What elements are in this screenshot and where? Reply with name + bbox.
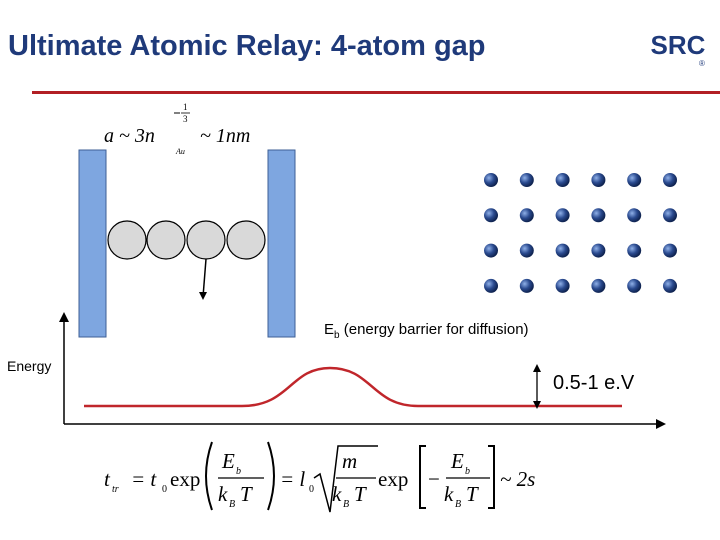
formula-t-sub: tr	[112, 484, 119, 495]
barrier-height-arrow-bottom	[533, 401, 541, 409]
formula-eb1: E	[221, 449, 235, 473]
lattice-atom	[555, 243, 570, 258]
gap-atom	[186, 220, 226, 260]
lattice-atom	[663, 173, 677, 187]
formula-bracket-left	[419, 445, 426, 509]
formula-t0-sub: 0	[162, 484, 167, 495]
barrier-label-sub: b	[334, 330, 340, 341]
lattice-atom	[519, 278, 534, 293]
formula-eb1-sub: b	[236, 466, 241, 477]
barrier-label-main: E	[324, 321, 335, 338]
formula-bracket-right	[488, 445, 495, 509]
barrier-label-rest: (energy barrier for diffusion)	[339, 321, 529, 338]
logo-text: SRC	[651, 30, 706, 60]
transit-time-formula: t tr = t 0 exp E b k B T = l 0 m k B T e…	[104, 441, 535, 513]
gap-formula: a ~ 3n 1 3 Au ~ 1nm	[104, 102, 250, 156]
lattice-atom	[519, 208, 534, 223]
src-logo: SRC ®	[648, 16, 708, 72]
lattice-atom	[663, 278, 677, 293]
lattice-atom	[555, 208, 570, 223]
lattice-atom	[555, 278, 570, 293]
energy-barrier-curve	[84, 366, 622, 408]
lattice-atom	[663, 208, 677, 223]
exponent-numerator: 1	[183, 102, 188, 112]
lattice-atom	[663, 243, 677, 258]
formula-eb2-sub: b	[465, 466, 470, 477]
formula-m: m	[342, 449, 357, 473]
lattice-atom	[627, 278, 642, 293]
formula-approx: ~ 2s	[500, 467, 535, 491]
lattice-atom	[591, 173, 606, 187]
position-axis-arrow	[656, 419, 666, 429]
formula-eq2: = l	[280, 467, 305, 491]
formula-kb1-sub: B	[229, 499, 235, 510]
formula-exp2: exp	[378, 467, 408, 491]
formula-kb3-sub: B	[455, 499, 461, 510]
formula-paren-right	[267, 441, 275, 511]
energy-axis-arrow	[59, 312, 69, 322]
left-electrode	[78, 149, 107, 338]
formula-t2: T	[354, 482, 367, 506]
slide-title: Ultimate Atomic Relay: 4-atom gap	[8, 30, 486, 62]
gap-formula-rhs: ~ 1nm	[200, 125, 250, 147]
gap-atom	[107, 220, 147, 260]
lattice-atom	[555, 173, 570, 187]
gap-atom	[146, 220, 186, 260]
exponent-denominator: 3	[183, 114, 188, 124]
lattice-atom	[484, 173, 498, 187]
lattice-atom	[627, 173, 642, 187]
lattice-atom	[627, 208, 642, 223]
formula-kb2-sub: B	[343, 499, 349, 510]
gap-atoms	[107, 220, 266, 260]
lattice-atom	[519, 173, 534, 187]
lattice-atom	[591, 208, 606, 223]
formula-k1: k	[218, 482, 228, 506]
formula-eb2: E	[450, 449, 464, 473]
lattice-atom	[591, 278, 606, 293]
atom-lattice	[484, 173, 677, 293]
gap-formula-subscript: Au	[175, 147, 185, 156]
formula-sqrt	[313, 445, 378, 513]
energy-axis-label: Energy	[7, 358, 52, 374]
formula-k2: k	[332, 482, 342, 506]
formula-t: t	[104, 467, 111, 491]
lattice-atom	[627, 243, 642, 258]
gap-atom	[226, 220, 266, 260]
formula-minus: −	[428, 467, 440, 491]
diffusion-arrow-head	[199, 292, 207, 300]
lattice-atom	[519, 243, 534, 258]
lattice-atom	[591, 243, 606, 258]
formula-t1: T	[240, 482, 253, 506]
lattice-atom	[484, 208, 498, 223]
barrier-height-value: 0.5-1 e.V	[553, 372, 635, 394]
barrier-label: Eb (energy barrier for diffusion)	[324, 321, 529, 341]
formula-l0-sub: 0	[309, 484, 314, 495]
barrier-height-arrow-top	[533, 364, 541, 372]
right-electrode	[267, 149, 296, 338]
logo-registered-mark: ®	[699, 59, 705, 68]
diffusion-arrow	[202, 258, 207, 298]
gap-formula-lhs: a ~ 3n	[104, 125, 155, 147]
formula-t3: T	[466, 482, 479, 506]
formula-exp1: exp	[170, 467, 200, 491]
formula-paren-left	[205, 441, 213, 511]
lattice-atom	[484, 278, 498, 293]
title-rule	[32, 91, 720, 94]
lattice-atom	[484, 243, 498, 258]
formula-eq1: = t	[131, 467, 157, 491]
formula-k3: k	[444, 482, 454, 506]
